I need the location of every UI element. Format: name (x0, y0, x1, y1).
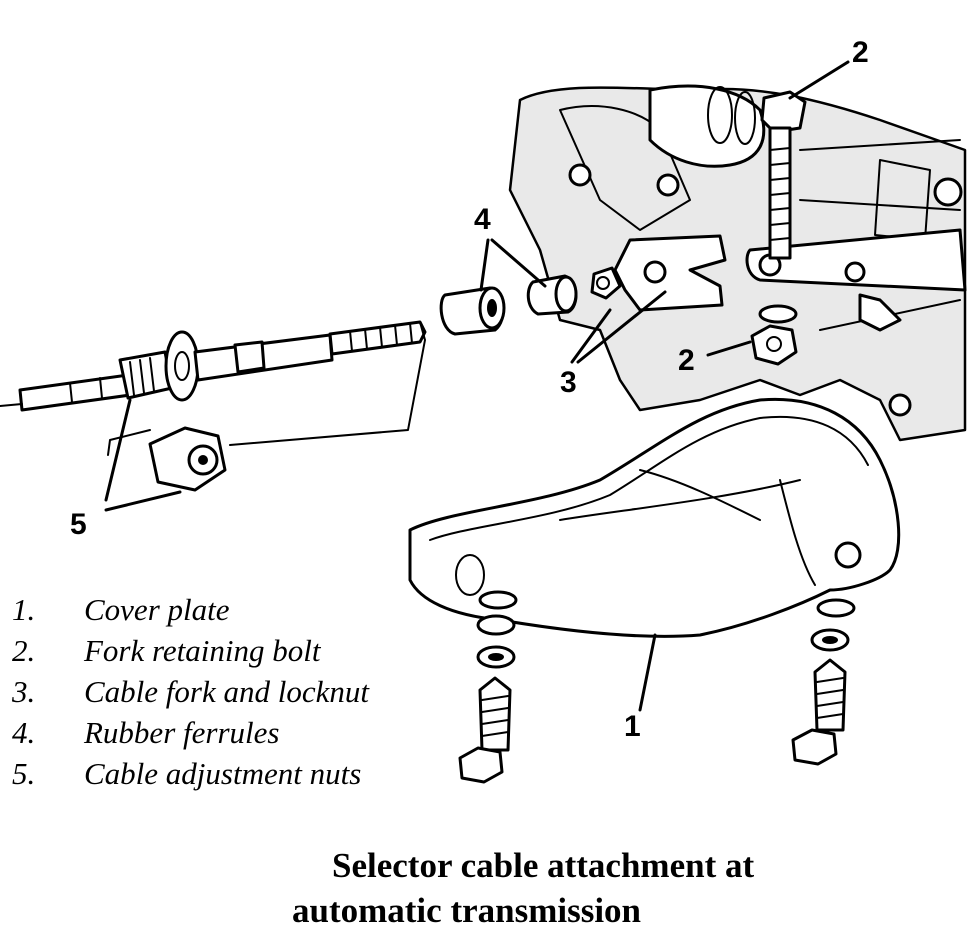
legend-item: 2. Fork retaining bolt (12, 633, 369, 674)
legend-item: 4. Rubber ferrules (12, 715, 369, 756)
legend-label: Cable fork and locknut (84, 674, 369, 709)
legend-item: 1. Cover plate (12, 592, 369, 633)
legend-item: 3. Cable fork and locknut (12, 674, 369, 715)
legend-label: Cover plate (84, 592, 230, 627)
callout-4: 4 (474, 203, 491, 236)
cover-screw-right (791, 598, 856, 766)
callout-1: 1 (624, 710, 641, 743)
selector-lever (745, 228, 967, 332)
fork-retaining-bolt (760, 90, 807, 260)
rubber-ferrule-front (439, 286, 506, 336)
cable-fork (590, 234, 727, 312)
figure-caption-line-2: automatic transmission (292, 891, 642, 930)
selector-cable (0, 320, 427, 412)
figure-caption-line-1: Selector cable attachment at (332, 846, 755, 885)
fork-nut-and-washer (750, 304, 798, 366)
legend-number: 5. (12, 756, 36, 791)
callout-3: 3 (560, 366, 577, 399)
legend-number: 3. (12, 674, 36, 709)
callout-5: 5 (70, 508, 87, 541)
callout-2-middle: 2 (678, 344, 695, 377)
cover-plate (408, 397, 901, 638)
parts-legend: 1. Cover plate 2. Fork retaining bolt 3. Ca… (12, 592, 369, 797)
leader-lines (104, 60, 850, 712)
legend-label: Cable adjustment nuts (84, 756, 362, 791)
legend-number: 2. (12, 633, 36, 668)
rubber-ferrule-rear (526, 274, 578, 316)
legend-number: 4. (12, 715, 36, 750)
cover-screw-left (458, 590, 518, 784)
callout-2-top: 2 (852, 36, 869, 69)
legend-item: 5. Cable adjustment nuts (12, 756, 369, 797)
legend-label: Fork retaining bolt (84, 633, 321, 668)
legend-number: 1. (12, 592, 36, 627)
cable-adjustment-nuts (107, 321, 426, 492)
transmission-housing (508, 84, 967, 442)
legend-label: Rubber ferrules (84, 715, 280, 750)
